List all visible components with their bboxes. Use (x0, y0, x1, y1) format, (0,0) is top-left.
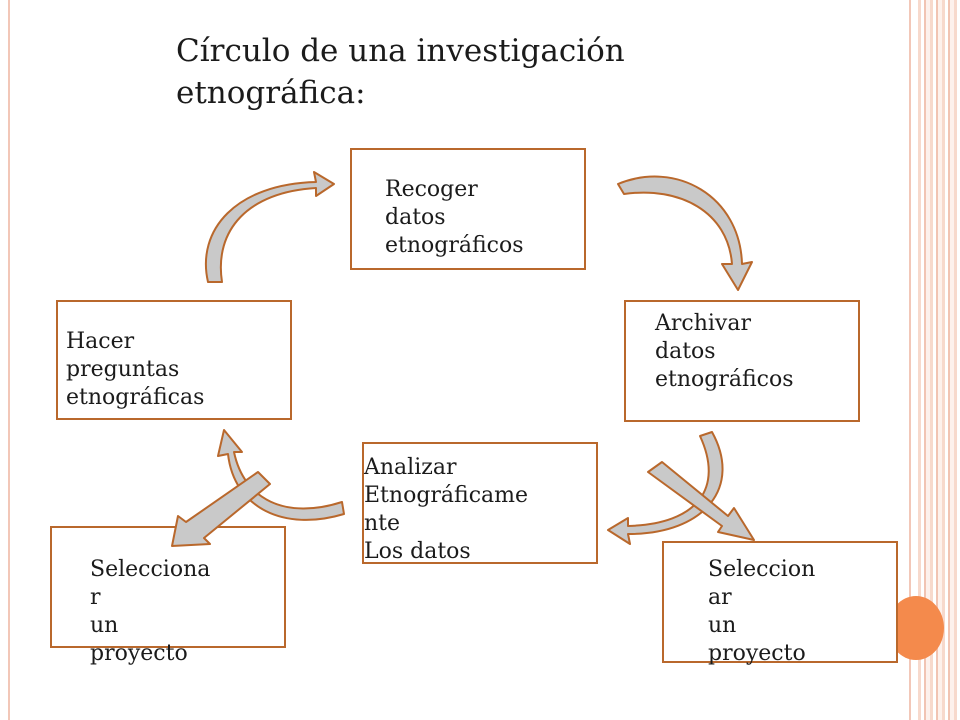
node-archivar-box (624, 300, 860, 422)
node-archivar-label: Archivar datos etnográficos (655, 311, 794, 392)
node-seleccionar-left-box (50, 526, 286, 648)
straight-arrow-to-seleccionar-left (171, 471, 271, 547)
node-seleccionar-right-box (662, 541, 898, 663)
node-seleccionar-right-label: Seleccion ar un proyecto (708, 557, 816, 666)
node-hacer-box (56, 300, 292, 420)
slide-title: Círculo de una investigación etnográfica… (176, 33, 625, 111)
node-analizar-box (362, 442, 598, 564)
node-hacer-label: Hacer preguntas etnográficas (66, 329, 205, 410)
curved-arrow-recoger-to-archivar (617, 175, 753, 291)
node-seleccionar-left-label: Selecciona r un proyecto (90, 557, 211, 666)
node-analizar-label: Analizar Etnográficame nte Los datos (364, 455, 529, 564)
node-recoger-label: Recoger datos etnográficos (385, 177, 524, 258)
node-recoger-box (350, 148, 586, 270)
curved-arrow-archivar-to-analizar (607, 431, 724, 545)
curved-arrow-hacer-to-recoger (205, 171, 335, 283)
slide-frame (8, 0, 911, 720)
straight-arrow-to-seleccionar-right (647, 461, 755, 541)
